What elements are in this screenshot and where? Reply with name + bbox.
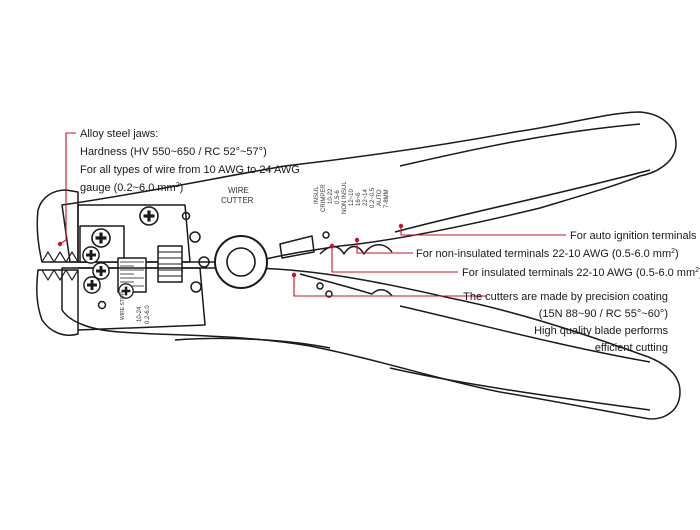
- lower-handle-inner-line: [174, 337, 331, 349]
- lower-handle-grip-bottom: [389, 367, 651, 411]
- crimp-marking: 10-22: [328, 188, 334, 204]
- crimp-marking: AUTO: [377, 189, 383, 206]
- spring-coils: [158, 251, 182, 277]
- leader-dot: [291, 272, 297, 278]
- callout-auto-ignition: For auto ignition terminals 7-8 mm: [570, 230, 700, 242]
- callout-cutters-line: (15N 88~90 / RC 55°~60°): [539, 308, 668, 320]
- crimp-marking: 7-8MM: [384, 189, 390, 208]
- leader-dot: [398, 223, 404, 229]
- callout-jaws-line: gauge (0.2~6.0 mm2): [80, 182, 183, 194]
- body-hole: [198, 256, 210, 268]
- callout-cutters-line: High quality blade performs: [534, 325, 668, 337]
- leader-non-insulated: [356, 240, 413, 254]
- crimp-marking: 16~6: [356, 192, 362, 206]
- phillips-screw-icon: [92, 262, 110, 280]
- lower-handle: [61, 267, 681, 420]
- callout-non-insulated: For non-insulated terminals 22-10 AWG (0…: [416, 248, 679, 260]
- leader-dot: [57, 241, 63, 247]
- body-hole: [181, 211, 191, 221]
- upper-handle: [61, 111, 677, 263]
- crimp-marking: 22~14: [363, 188, 369, 206]
- crimp-markings: INSUL CRIMPER 10-22 0.5-6 NON INSUL 12~1…: [314, 181, 390, 214]
- body-hole: [322, 231, 330, 239]
- callout-insulated: For insulated terminals 22-10 AWG (0.5-6…: [462, 267, 700, 279]
- body-hole: [325, 290, 333, 298]
- body-hole: [97, 300, 107, 310]
- leader-dot: [329, 243, 335, 249]
- crimp-marking: INSUL: [314, 186, 320, 204]
- callout-jaws-line: For all types of wire from 10 AWG to 24 …: [80, 164, 300, 176]
- callout-jaws: Alloy steel jaws: Hardness (HV 550~650 /…: [80, 128, 300, 194]
- gauge-ticks: [120, 261, 144, 287]
- leader-jaws: [59, 132, 76, 245]
- crimp-marking: NON INSUL: [342, 181, 348, 214]
- phillips-screw-icon: [83, 276, 101, 294]
- leader-dots: [57, 223, 404, 278]
- stripper-mechanism: [77, 204, 191, 263]
- jaw-teeth: [41, 251, 79, 281]
- lower-linkage: [77, 267, 206, 331]
- pivot-outer: [214, 235, 268, 289]
- phillips-screw-icon: [91, 228, 111, 248]
- leader-auto-ignition: [400, 226, 566, 236]
- crimp-marking: 0.5-6: [335, 190, 341, 204]
- upper-handle-grip-edge: [399, 123, 641, 167]
- crimp-marking: 0.2~0.5: [370, 187, 376, 208]
- gauge-marking: 0.2-6.0: [145, 305, 151, 324]
- callout-cutters-line: efficient cutting: [595, 342, 668, 354]
- body-hole: [190, 281, 202, 293]
- leader-dot: [354, 237, 360, 243]
- lower-jaw: [36, 269, 79, 336]
- upper-handle-grip-bottom: [394, 169, 651, 233]
- leader-cutters: [293, 275, 487, 297]
- phillips-screw-icon: [139, 206, 159, 226]
- leader-lines: [59, 132, 566, 297]
- crimp-notches-lower: [299, 273, 393, 297]
- phillips-screw-icon: [82, 246, 100, 264]
- callout-jaws-line: Hardness (HV 550~650 / RC 52°~57°): [80, 146, 267, 158]
- tool-drawing: [36, 111, 681, 420]
- body-hole: [189, 231, 201, 243]
- gauge-marking: 10-24: [137, 306, 143, 322]
- wire-cutter-label: CUTTER: [221, 196, 254, 205]
- callout-cutters: The cutters are made by precision coatin…: [463, 291, 668, 354]
- pivot-inner: [226, 247, 256, 277]
- leader-insulated: [331, 246, 458, 273]
- callout-jaws-line: Alloy steel jaws:: [80, 128, 158, 140]
- upper-jaw: [36, 189, 79, 263]
- crimp-marking: CRIMPER: [321, 184, 327, 212]
- wire-cutter-slot: [279, 235, 315, 259]
- body-hole: [316, 282, 324, 290]
- wire-cutter-label: WIRE: [228, 186, 249, 195]
- lower-handle-grip-edge: [399, 305, 651, 363]
- crimp-marking: 12~10: [349, 188, 355, 206]
- wire-stop-marking: WIRE STOP: [120, 291, 126, 320]
- callout-cutters-line: The cutters are made by precision coatin…: [463, 291, 668, 303]
